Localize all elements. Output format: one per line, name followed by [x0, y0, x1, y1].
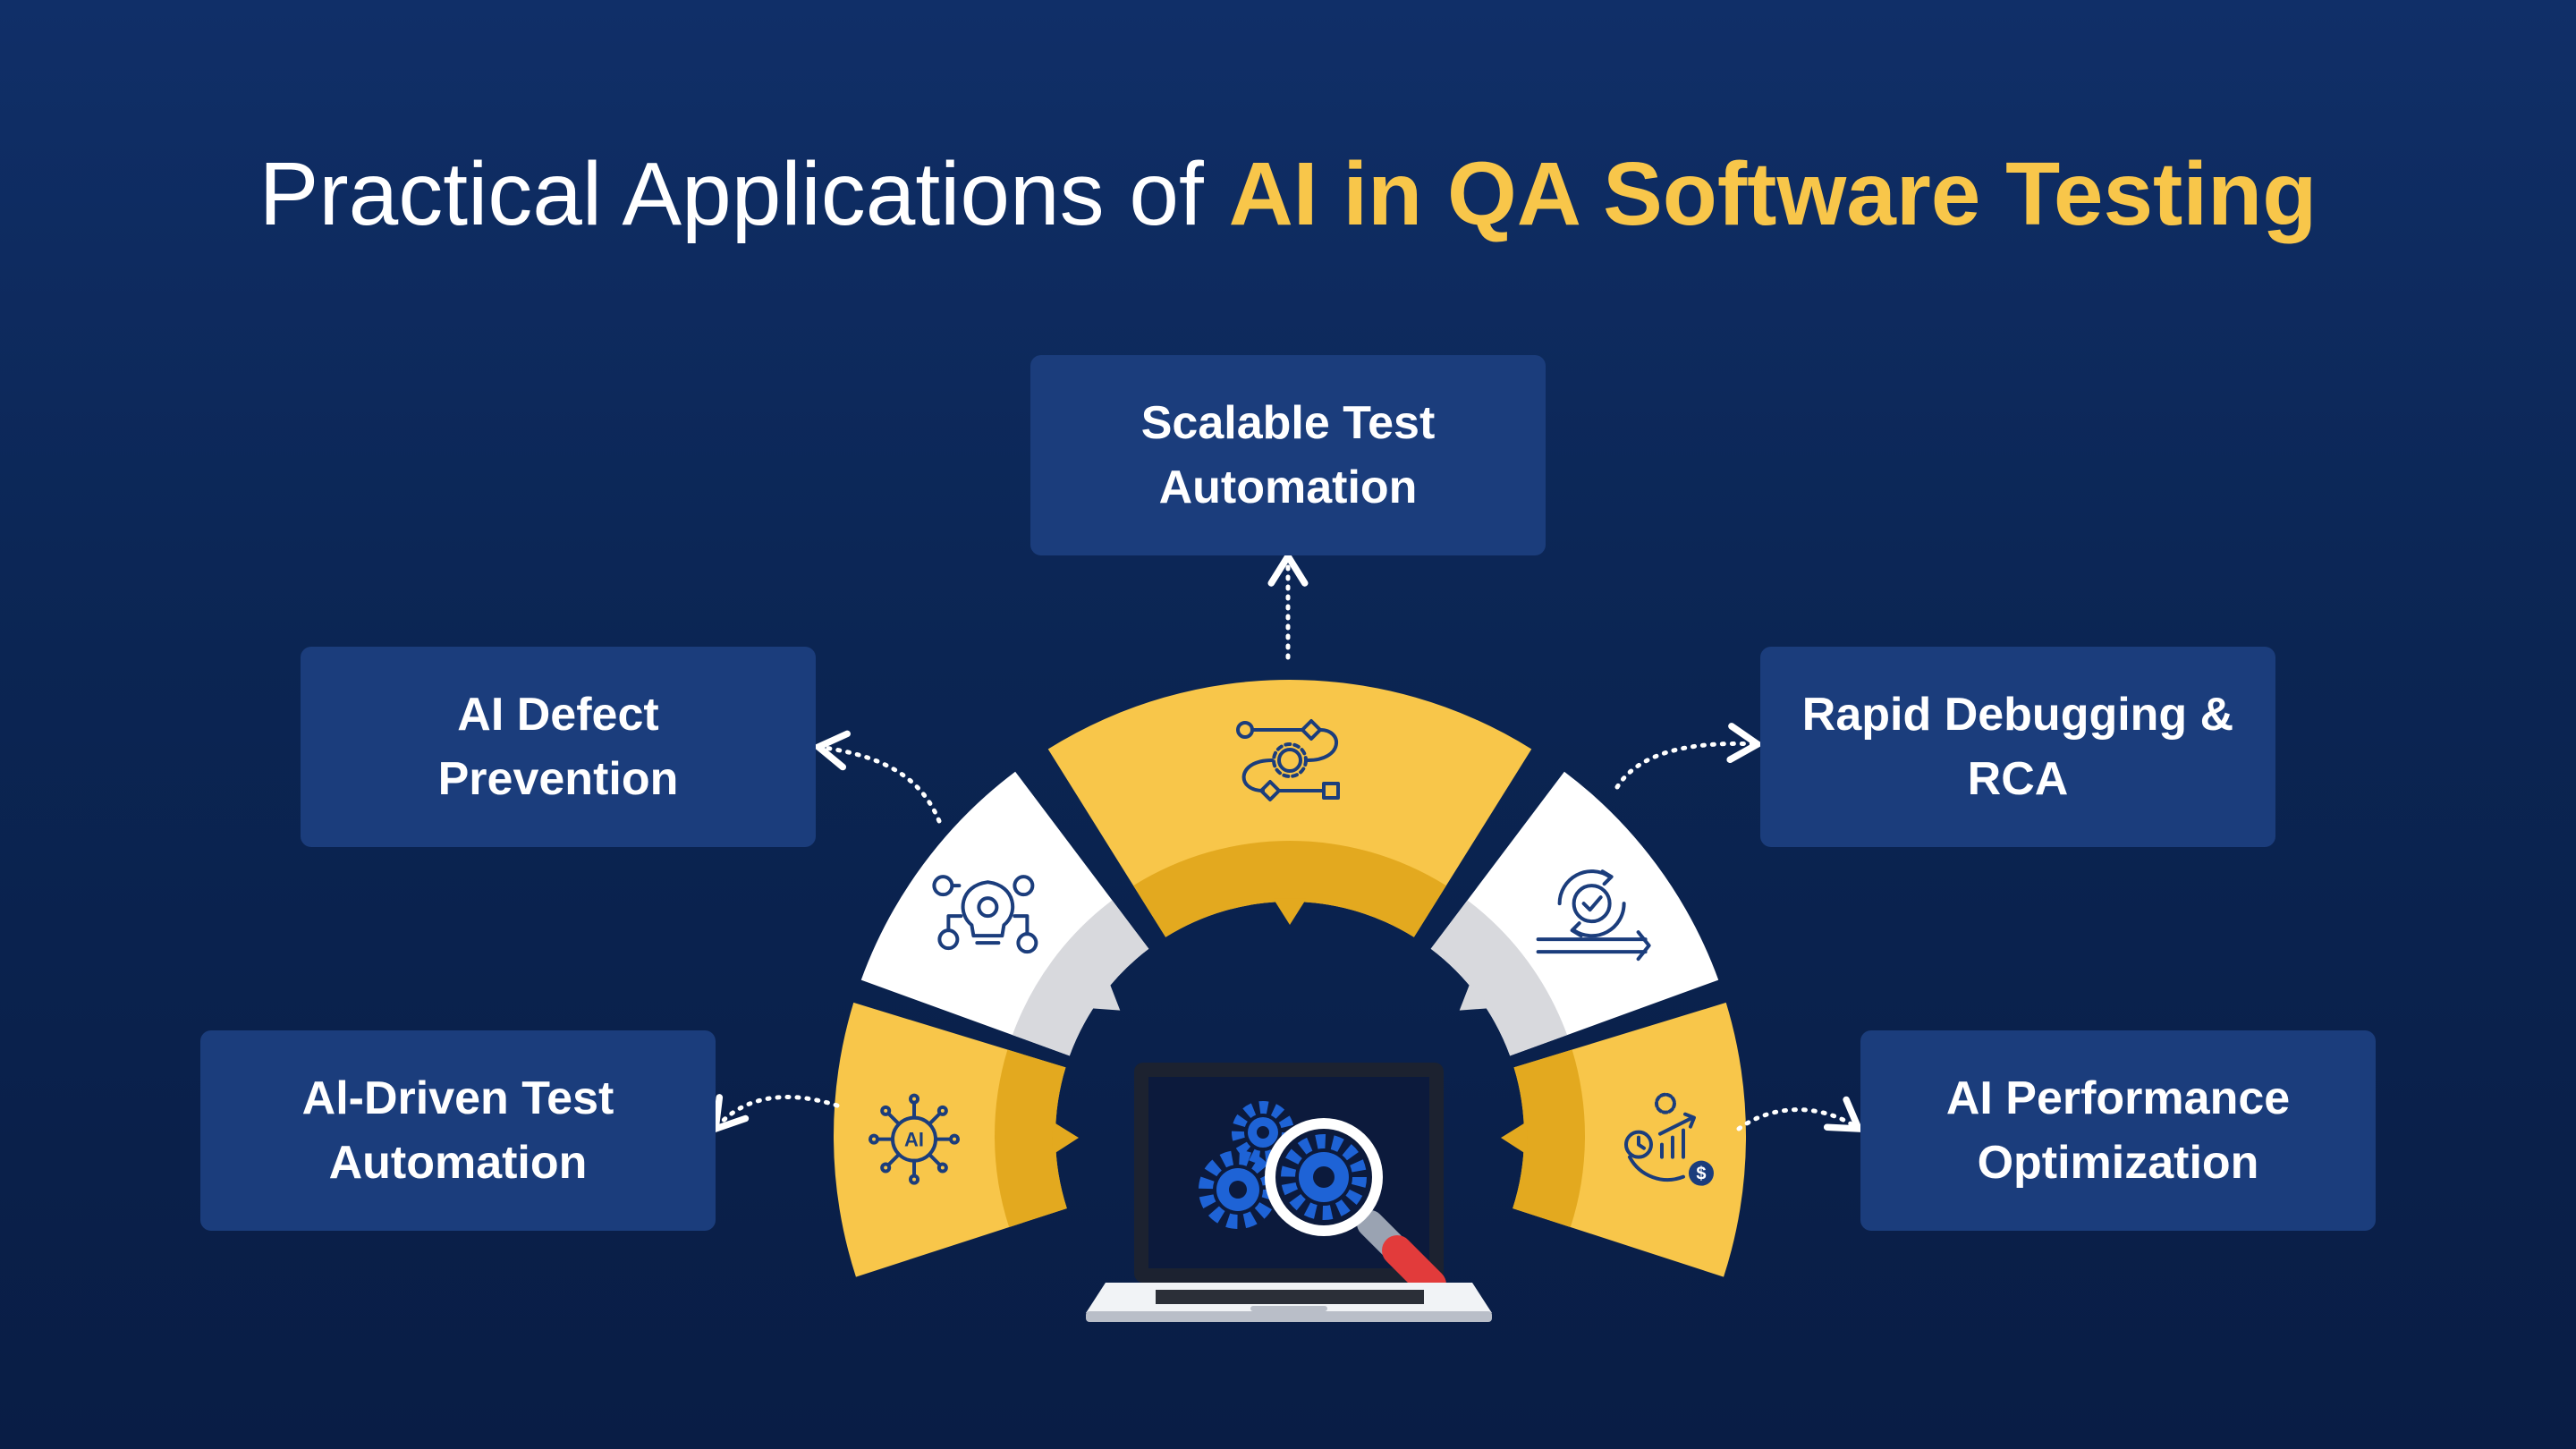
title-prefix: Practical Applications of [258, 144, 1229, 244]
segment-workflow-pointer [1273, 898, 1307, 925]
workflow-icon [1236, 719, 1340, 801]
ai-chip-icon: AI [869, 1093, 961, 1185]
card-scalable-line2: Automation [1158, 462, 1418, 513]
card-driven-line2: Automation [328, 1137, 588, 1189]
magnifier [1265, 1118, 1446, 1300]
card-rapid-debugging-rca: Rapid Debugging & RCA [1760, 647, 2275, 847]
segment-performance-pointer [1500, 1121, 1528, 1155]
card-performance-line1: AI Performance [1945, 1072, 2291, 1124]
segment-defect-band [1012, 900, 1149, 1056]
segment-defect-pointer [1089, 981, 1121, 1011]
card-debugging-line2: RCA [1967, 753, 2069, 805]
lightbulb-gear-icon [932, 875, 1038, 954]
segment-defect [860, 771, 1149, 1056]
segment-ai-chip-pointer [1052, 1121, 1080, 1155]
segment-cycle-pointer [1459, 981, 1491, 1011]
segment-cycle-band [1430, 900, 1568, 1056]
segment-performance-band [1513, 1049, 1585, 1227]
laptop-gear-magnifier-icon [1086, 1063, 1492, 1322]
segment-ai-chip-band [994, 1049, 1067, 1227]
connector-driven [711, 1094, 840, 1134]
title-highlight: AI in QA Software Testing [1228, 144, 2318, 244]
connector-defect [811, 730, 942, 824]
page-title: Practical Applications of AI in QA Softw… [0, 143, 2576, 246]
card-scalable-line1: Scalable Test [1140, 397, 1436, 449]
refresh-cycle-icon [1536, 869, 1651, 962]
segment-workflow [1047, 680, 1532, 937]
ai-chip-label: AI [904, 1129, 924, 1151]
connectors [711, 549, 1864, 1134]
card-debugging-line1: Rapid Debugging & [1801, 689, 2234, 741]
segment-cycle [1430, 771, 1719, 1056]
card-performance-line2: Optimization [1977, 1137, 2259, 1189]
card-defect-line2: Prevention [437, 753, 679, 805]
card-defect-line1: AI Defect [457, 689, 659, 741]
segment-ring [834, 680, 1747, 1277]
card-driven-line1: Al-Driven Test [301, 1072, 614, 1124]
segment-performance [1500, 1002, 1747, 1277]
performance-chart-icon: $ [1623, 1092, 1714, 1186]
connector-debugging [1614, 723, 1765, 790]
dollar-glyph: $ [1696, 1165, 1706, 1184]
connector-performance [1736, 1096, 1864, 1133]
segment-workflow-band [1133, 841, 1446, 937]
